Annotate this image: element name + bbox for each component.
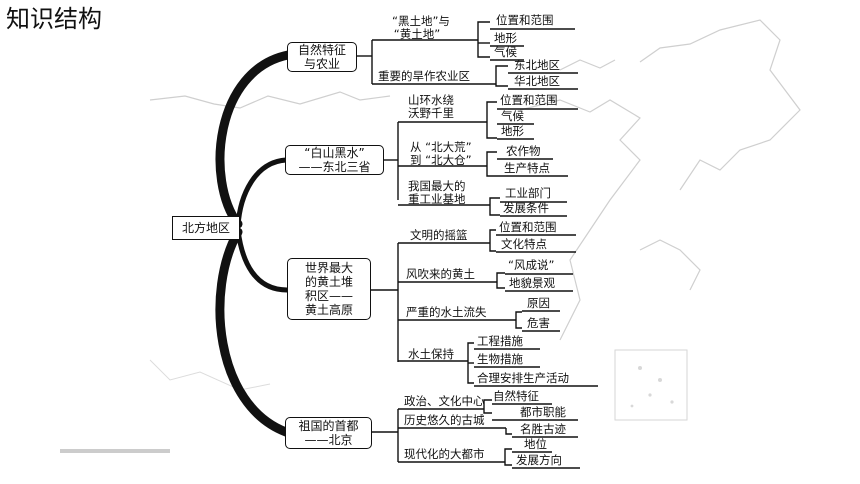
leaf-label: 工业部门 [505,186,551,200]
leaf-label: 工程措施 [477,334,523,348]
sub-topic-line: “黑土地”与 [392,14,450,28]
leaf-label: 位置和范围 [499,220,557,234]
leaf-label: 生产特点 [504,161,550,175]
leaf-label: 名胜古迹 [520,422,566,436]
leaf-label: 危害 [527,316,550,330]
leaf-label: 华北地区 [514,74,560,88]
sub-topic: 从 “北大荒” 到 “北大仓” [410,141,472,167]
page-title: 知识结构 [6,5,102,33]
sub-topic: 山环水绕 沃野千里 [408,94,454,120]
sub-topic: “黑土地”与 “黄土地” [392,15,450,41]
leaf-label: 东北地区 [514,58,560,72]
sub-topic-line: 重工业基地 [408,192,466,206]
leaf-label: 气候 [494,45,517,59]
leaf-label: 农作物 [506,144,541,158]
sub-topic: 水土保持 [408,347,454,361]
sub-topic: 重要的旱作农业区 [378,69,470,83]
leaf-label: 文化特点 [501,237,547,251]
leaf-label: 地形 [494,31,517,45]
branch-beijing-box: 祖国的首都 ——北京 [285,417,372,449]
sub-topic: 历史悠久的古城 [404,413,485,427]
sub-topic-line: “黄土地” [393,27,441,41]
branch-label-line: 世界最大 [304,261,353,275]
sub-topic-line: 我国最大的 [408,179,466,193]
sub-topic-line: 从 “北大荒” [410,140,472,154]
leaf-label: 发展条件 [503,201,549,215]
leaf-label: 发展方向 [516,453,562,467]
leaf-label: 地形 [501,124,524,138]
branch-label-line: ——北京 [304,433,353,447]
leaf-label: 原因 [527,296,550,310]
sub-topic-line: 沃野千里 [408,106,454,120]
branch-natural-features-box: 自然特征 与农业 [287,42,357,72]
branch-northeast-box: “白山黑水” ——东北三省 [285,145,384,175]
branch-label-line: 自然特征 [297,43,346,57]
root-node: 北方地区 [172,216,240,240]
sub-topic-line: 山环水绕 [408,93,454,107]
leaf-label: 合理安排生产活动 [477,371,569,385]
leaf-label: “风成说” [508,258,555,272]
sub-topic: 我国最大的 重工业基地 [408,180,466,206]
branch-label-line: 积区—— [304,289,353,303]
branch-label-line: “白山黑水” [304,146,365,160]
leaf-label: 自然特征 [493,389,539,403]
leaf-label: 位置和范围 [500,93,558,107]
leaf-label: 气候 [501,109,524,123]
sub-topic-line: 到 “北大仓” [410,153,472,167]
map-scale-bar [60,449,170,453]
leaf-label: 地位 [524,437,547,451]
branch-label-line: 黄土高原 [304,303,353,317]
branch-label-line: 与农业 [303,57,340,71]
branch-loess-plateau-box: 世界最大 的黄土堆 积区—— 黄土高原 [287,258,371,320]
branch-label-line: 祖国的首都 [298,419,359,433]
sub-topic: 风吹来的黄土 [406,267,475,281]
leaf-label: 地貌景观 [509,276,555,290]
sub-topic: 严重的水土流失 [406,305,487,319]
leaf-label: 都市职能 [520,405,566,419]
leaf-label: 位置和范围 [496,13,554,27]
sub-topic: 政治、文化中心 [404,394,485,408]
leaf-label: 生物措施 [477,352,523,366]
sub-topic: 现代化的大都市 [404,447,485,461]
branch-label-line: ——东北三省 [298,160,371,174]
sub-topic: 文明的摇篮 [410,228,468,242]
branch-label-line: 的黄土堆 [304,275,353,289]
